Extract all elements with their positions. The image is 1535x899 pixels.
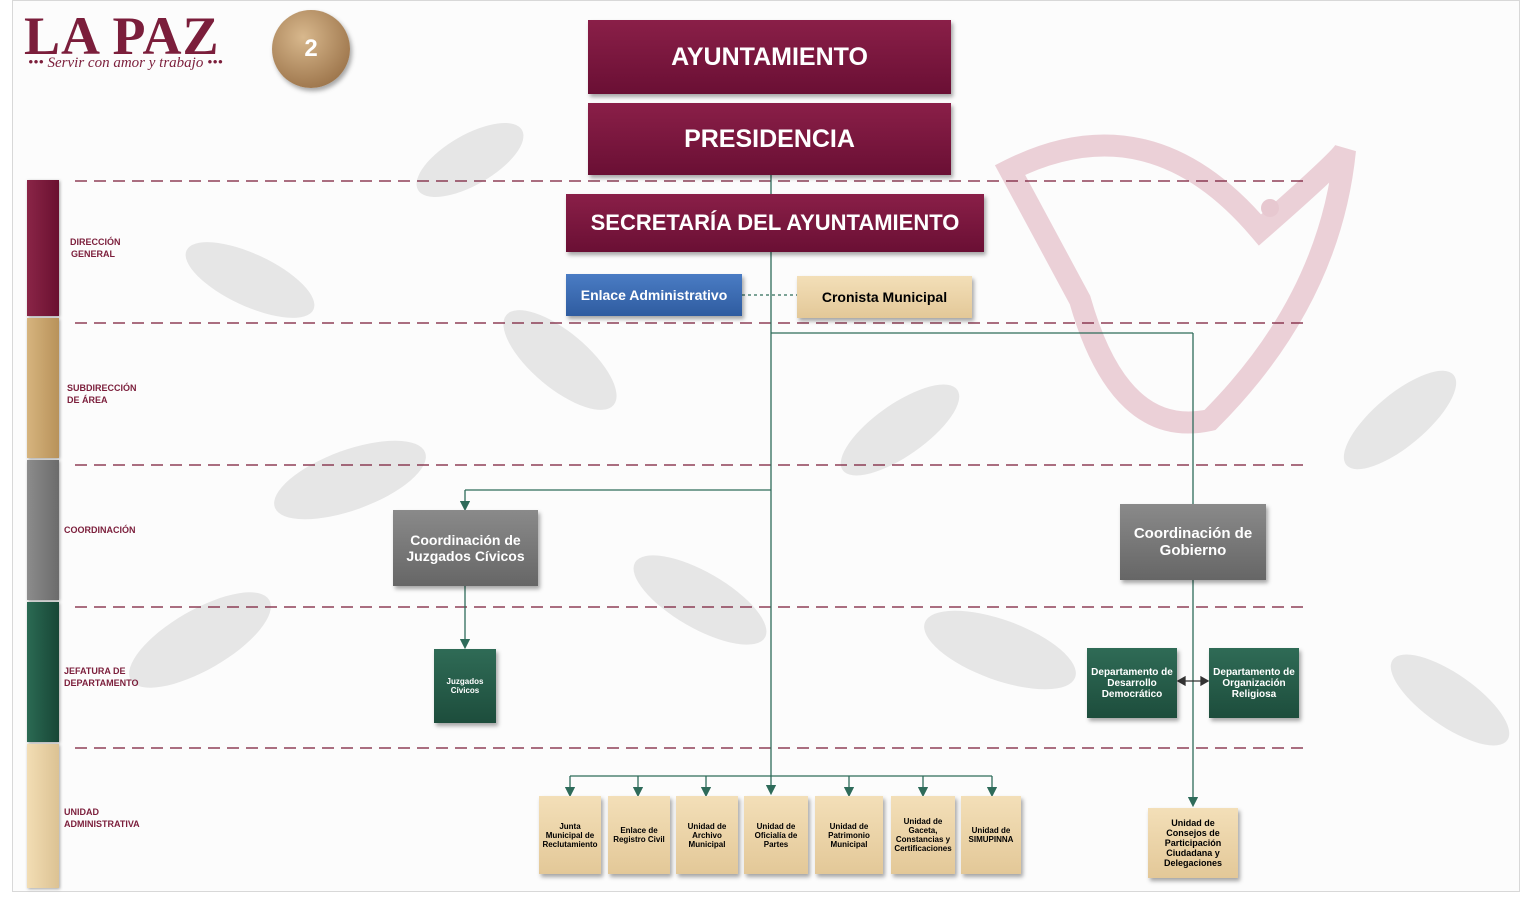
node-depto-organizacion: Departamento de Organización Religiosa: [1209, 648, 1299, 718]
node-ayuntamiento: AYUNTAMIENTO: [588, 20, 951, 94]
level-bar-unidad: [27, 744, 59, 888]
node-unit-registro-civil: Enlace de Registro Civil: [608, 796, 670, 874]
node-unit-patrimonio: Unidad de Patrimonio Municipal: [815, 796, 883, 874]
node-unit-gaceta: Unidad de Gaceta, Constancias y Certific…: [891, 796, 955, 874]
node-unit-consejos: Unidad de Consejos de Participación Ciud…: [1148, 808, 1238, 878]
level-bar-direccion: [27, 180, 59, 316]
level-label-unidad: UNIDAD ADMINISTRATIVA: [64, 807, 140, 829]
node-coordinacion-gobierno: Coordinación de Gobierno: [1120, 504, 1266, 580]
node-presidencia: PRESIDENCIA: [588, 103, 951, 175]
node-enlace-administrativo: Enlace Administrativo: [566, 274, 742, 316]
node-unit-junta-reclutamiento: Junta Municipal de Reclutamiento: [539, 796, 601, 874]
level-label-coordinacion: COORDINACIÓN: [64, 525, 136, 535]
level-label-jefatura: JEFATURA DE DEPARTAMENTO: [64, 666, 139, 688]
level-bar-coordinacion: [27, 460, 59, 600]
node-depto-desarrollo: Departamento de Desarrollo Democrático: [1087, 648, 1177, 718]
node-unit-archivo: Unidad de Archivo Municipal: [676, 796, 738, 874]
page-number-badge: 2: [272, 10, 350, 88]
node-secretaria: SECRETARÍA DEL AYUNTAMIENTO: [566, 194, 984, 252]
level-label-direccion: DIRECCIÓN GENERAL: [70, 237, 121, 259]
node-cronista-municipal: Cronista Municipal: [797, 276, 972, 318]
level-bar-jefatura: [27, 602, 59, 742]
node-juzgados-civicos: Juzgados Cívicos: [434, 649, 496, 723]
logo-tagline: ••• Servir con amor y trabajo •••: [28, 55, 223, 71]
logo-text: LA PAZ: [24, 6, 220, 66]
node-coordinacion-juzgados: Coordinación de Juzgados Cívicos: [393, 510, 538, 586]
level-label-subdireccion: SUBDIRECCIÓN DE ÁREA: [67, 383, 137, 405]
node-unit-oficialia: Unidad de Oficialía de Partes: [744, 796, 808, 874]
node-unit-simupinna: Unidad de SIMUPINNA: [961, 796, 1021, 874]
level-bar-subdireccion: [27, 318, 59, 458]
la-paz-logo: LA PAZ ••• Servir con amor y trabajo •••: [24, 6, 274, 78]
